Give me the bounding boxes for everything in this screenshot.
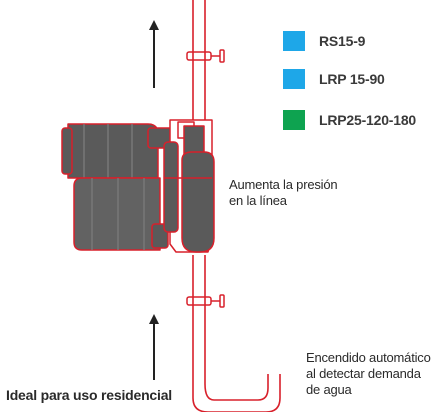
legend-swatch bbox=[283, 69, 305, 89]
legend-label: LRP25-120-180 bbox=[319, 112, 417, 128]
caption-auto-start: Encendido automático al detectar demanda… bbox=[306, 350, 431, 398]
valve-icon bbox=[186, 49, 225, 63]
valve-icon bbox=[186, 294, 225, 308]
legend-item: LRP 15-90 bbox=[283, 69, 385, 89]
caption-residential: Ideal para uso residencial bbox=[6, 387, 172, 403]
caption-line: de agua bbox=[306, 382, 352, 397]
caption-line: en la línea bbox=[229, 193, 287, 208]
legend-label: RS15-9 bbox=[319, 33, 366, 49]
legend-item: LRP25-120-180 bbox=[283, 110, 416, 130]
legend-label: LRP 15-90 bbox=[319, 71, 385, 87]
caption-line: Encendido automático bbox=[306, 350, 431, 365]
legend-swatch bbox=[283, 31, 305, 51]
up-arrow-icon bbox=[149, 20, 159, 88]
caption-line: Aumenta la presión bbox=[229, 177, 338, 192]
legend-item: RS15-9 bbox=[283, 31, 365, 51]
pipe-icon bbox=[192, 0, 281, 412]
legend-swatch bbox=[283, 110, 305, 130]
caption-pressure: Aumenta la presión en la línea bbox=[229, 177, 338, 209]
caption-line: al detectar demanda bbox=[306, 366, 421, 381]
up-arrow-icon bbox=[149, 314, 159, 380]
pump-icon bbox=[61, 119, 215, 253]
